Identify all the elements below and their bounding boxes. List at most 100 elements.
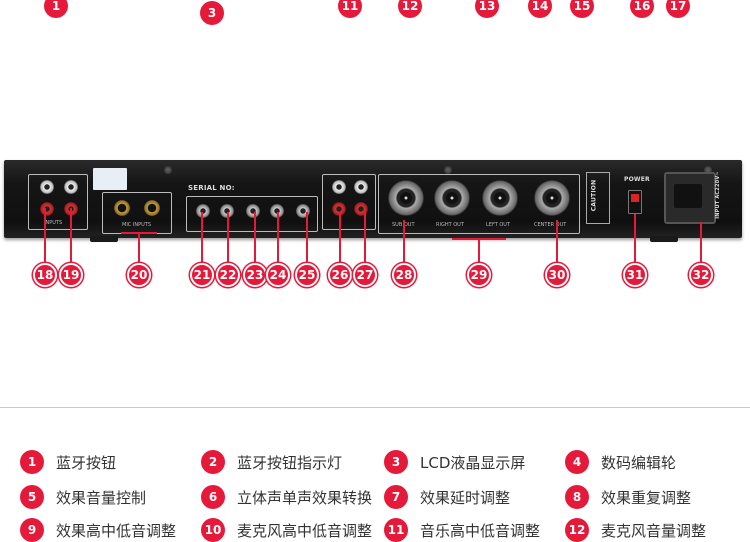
callout-line (364, 212, 366, 264)
legend-number: 10 (201, 518, 225, 542)
legend-number: 4 (565, 450, 589, 474)
device-rear-panel: INPUTS MIC INPUTS SERIAL NO: SUB OUT RIG… (4, 160, 742, 238)
rca-jack-icon (64, 180, 78, 194)
center-out-label: CENTER OUT (534, 222, 567, 228)
callout-22: 22 (216, 263, 240, 287)
legend-text: LCD液晶显示屏 (420, 453, 526, 472)
section-divider (0, 407, 750, 408)
callout-32: 32 (689, 263, 713, 287)
legend-text: 蓝牙按钮 (56, 453, 117, 472)
screw-icon (164, 166, 172, 174)
callout-30: 30 (545, 263, 569, 287)
jack-icon (196, 204, 210, 218)
callout-16: 16 (630, 0, 654, 18)
callout-line (138, 232, 140, 264)
legend-text: 麦克风高中低音调整 (237, 521, 373, 540)
jack-icon (220, 204, 234, 218)
legend-item-2: 2 蓝牙按钮指示灯 (201, 450, 342, 474)
legend-item-3: 3 LCD液晶显示屏 (384, 450, 525, 474)
callout-28: 28 (392, 263, 416, 287)
callout-17: 17 (666, 0, 690, 18)
xlr-center-out-icon (534, 180, 570, 216)
rca-jack-icon (332, 202, 346, 216)
callout-line (254, 212, 256, 264)
legend-item-9: 9 效果高中低音调整 (20, 518, 176, 542)
legend-number: 9 (20, 518, 44, 542)
mic-inputs-label: MIC INPUTS (122, 222, 151, 228)
callout-line (70, 208, 72, 264)
callout-24: 24 (266, 263, 290, 287)
callout-line (700, 222, 702, 264)
callout-line (277, 212, 279, 264)
rca-jack-icon (40, 180, 54, 194)
callout-line (634, 214, 636, 264)
callout-27: 27 (353, 263, 377, 287)
device-foot (650, 236, 678, 242)
xlr-outputs-section (378, 174, 580, 234)
legend-number: 5 (20, 485, 44, 509)
screw-icon (444, 166, 452, 174)
device-foot (90, 236, 118, 242)
mic-jack-icon (114, 200, 130, 216)
rca-jack-icon (354, 180, 368, 194)
jack-icon (246, 204, 260, 218)
callout-14: 14 (528, 0, 552, 18)
power-switch[interactable] (628, 190, 642, 214)
callout-29: 29 (467, 263, 491, 287)
legend-number: 3 (384, 450, 408, 474)
callout-20: 20 (127, 263, 151, 287)
mic-jack-icon (144, 200, 160, 216)
legend-item-1: 1 蓝牙按钮 (20, 450, 116, 474)
legend-text: 立体声单声效果转换 (237, 488, 373, 507)
power-label: POWER (624, 176, 650, 183)
callout-line (227, 212, 229, 264)
surround-outputs-section (322, 174, 376, 230)
callout-line (201, 212, 203, 264)
legend-text: 音乐高中低音调整 (420, 521, 541, 540)
callout-26: 26 (328, 263, 352, 287)
caution-label: CAUTION (590, 179, 598, 212)
left-out-label: LEFT OUT (486, 222, 511, 228)
legend-text: 效果高中低音调整 (56, 521, 177, 540)
legend-number: 12 (565, 518, 589, 542)
callout-15: 15 (570, 0, 594, 18)
legend-item-8: 8 效果重复调整 (565, 485, 691, 509)
legend-item-4: 4 数码编辑轮 (565, 450, 676, 474)
aux-outputs-section (186, 196, 318, 232)
inputs-section (28, 174, 88, 230)
legend-text: 麦克风音量调整 (601, 521, 707, 540)
callout-25: 25 (295, 263, 319, 287)
caution-label-box (586, 172, 610, 224)
legend-number: 1 (20, 450, 44, 474)
serial-label: SERIAL NO: (188, 184, 235, 192)
legend-number: 2 (201, 450, 225, 474)
callout-31: 31 (623, 263, 647, 287)
legend-text: 蓝牙按钮指示灯 (237, 453, 343, 472)
jack-icon (270, 204, 284, 218)
callout-3: 3 (200, 1, 224, 25)
callout-line (452, 238, 506, 240)
legend-item-7: 7 效果延时调整 (384, 485, 510, 509)
callout-21: 21 (190, 263, 214, 287)
legend-number: 11 (384, 518, 408, 542)
right-out-label: RIGHT OUT (436, 222, 464, 228)
voltage-label: INPUT AC220V~ (714, 171, 721, 219)
callout-13: 13 (475, 0, 499, 18)
legend-text: 数码编辑轮 (601, 453, 677, 472)
callout-line (306, 212, 308, 264)
legend-number: 7 (384, 485, 408, 509)
legend-item-5: 5 效果音量控制 (20, 485, 146, 509)
legend-number: 8 (565, 485, 589, 509)
xlr-right-out-icon (434, 180, 470, 216)
power-socket[interactable] (664, 172, 716, 224)
legend-text: 效果重复调整 (601, 488, 692, 507)
callout-12: 12 (398, 0, 422, 18)
callout-11: 11 (338, 0, 362, 18)
callout-19: 19 (59, 263, 83, 287)
xlr-sub-out-icon (388, 180, 424, 216)
screw-icon (704, 166, 712, 174)
legend-text: 效果音量控制 (56, 488, 147, 507)
inputs-label: INPUTS (44, 220, 63, 226)
callout-line (478, 238, 480, 264)
legend-number: 6 (201, 485, 225, 509)
